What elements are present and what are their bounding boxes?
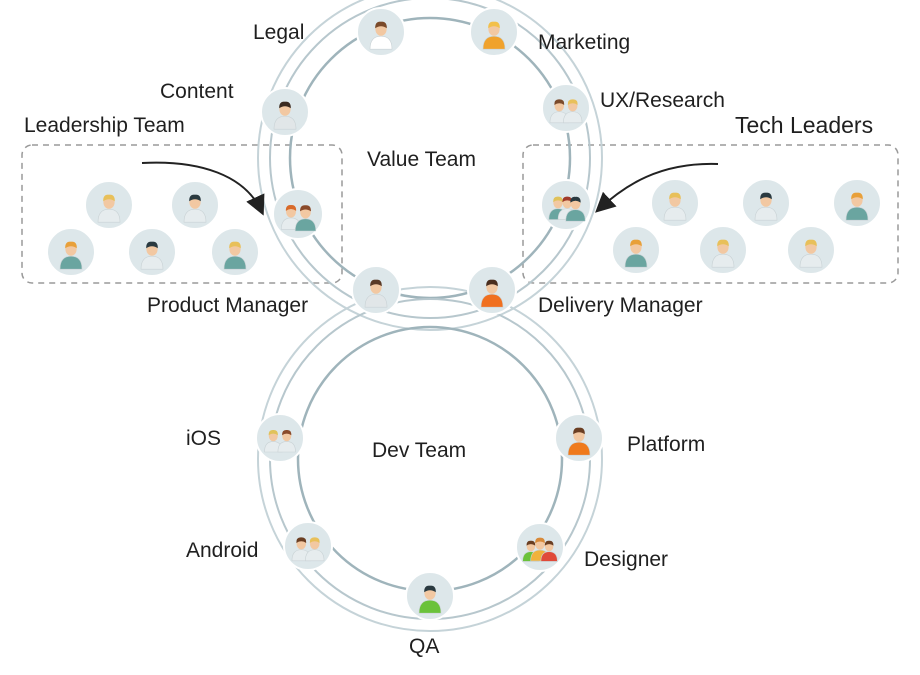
tech-leaders-title: Tech Leaders xyxy=(735,112,874,138)
tech-leaders-group-icon xyxy=(540,179,592,231)
legal-label: Legal xyxy=(253,21,305,44)
leadership-team-title: Leadership Team xyxy=(24,114,185,137)
designer-icon xyxy=(515,522,565,572)
tech-leader-member-icon-3 xyxy=(832,178,882,228)
leadership-member-icon-5 xyxy=(210,227,260,277)
ux-research-label: UX/Research xyxy=(600,89,725,112)
marketing-icon xyxy=(469,7,519,57)
platform-label: Platform xyxy=(627,433,706,456)
content-label: Content xyxy=(160,80,234,103)
legal-icon xyxy=(356,7,406,57)
value-team-title: Value Team xyxy=(367,148,476,171)
ux-research-icon xyxy=(541,83,591,133)
tech-leader-member-icon-2 xyxy=(741,178,791,228)
tech-leaders-box xyxy=(522,144,899,284)
ios-icon xyxy=(255,413,305,463)
platform-icon xyxy=(554,413,604,463)
product-manager-label: Product Manager xyxy=(147,294,309,317)
android-icon xyxy=(283,521,333,571)
delivery-manager-label: Delivery Manager xyxy=(538,294,703,317)
tech-leader-member-icon-6 xyxy=(786,225,836,275)
leadership-member-icon-4 xyxy=(127,227,177,277)
leadership-member-icon-1 xyxy=(84,180,134,230)
content-icon xyxy=(260,87,310,137)
ios-label: iOS xyxy=(186,427,222,450)
qa-icon xyxy=(405,571,455,621)
tech-leader-member-icon-5 xyxy=(698,225,748,275)
product-manager-icon xyxy=(351,265,401,315)
leadership-group-icon xyxy=(272,188,324,240)
leadership-member-icon-3 xyxy=(46,227,96,277)
dev-team-title: Dev Team xyxy=(372,439,467,462)
qa-label: QA xyxy=(409,635,440,658)
designer-label: Designer xyxy=(584,548,669,571)
marketing-label: Marketing xyxy=(538,31,631,54)
tech-leaders-arrow xyxy=(595,162,719,213)
tech-leader-member-icon-1 xyxy=(650,178,700,228)
leadership-member-icon-2 xyxy=(170,180,220,230)
tech-leader-member-icon-4 xyxy=(611,225,661,275)
android-label: Android xyxy=(186,539,259,562)
delivery-manager-icon xyxy=(467,265,517,315)
leadership-team-box xyxy=(21,144,343,284)
leadership-arrow xyxy=(141,161,265,216)
